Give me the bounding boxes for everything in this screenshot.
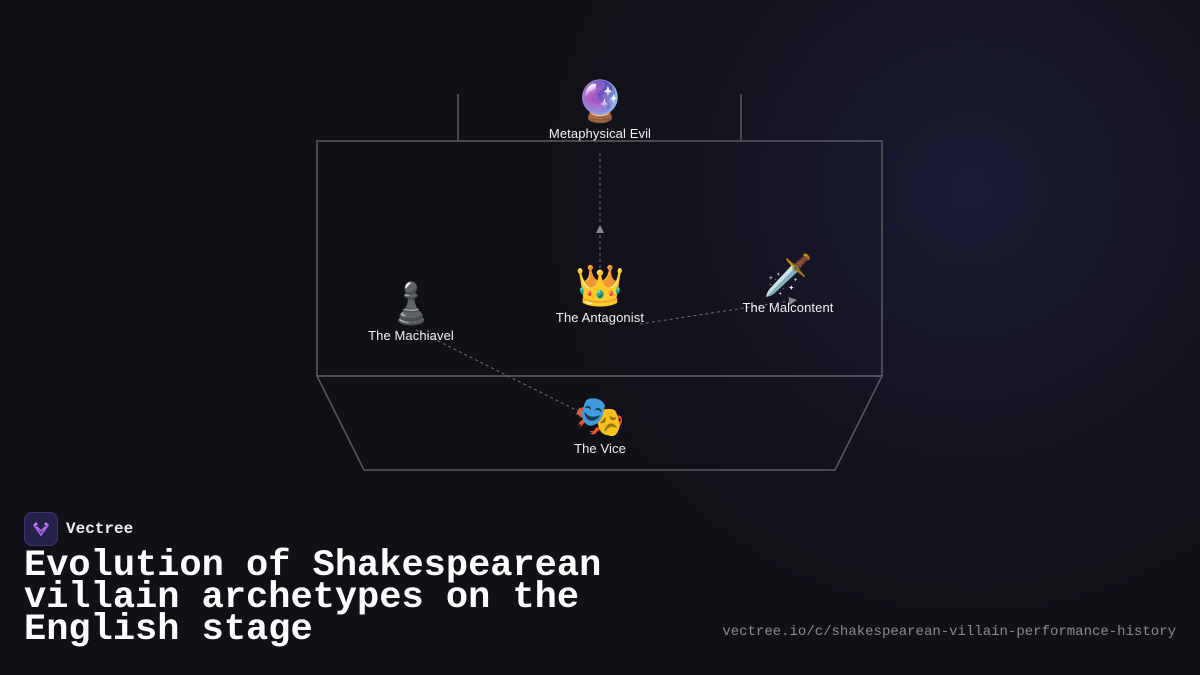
- node-label: The Antagonist: [555, 310, 645, 325]
- stage-apron: [315, 375, 884, 471]
- theater-masks-icon: 🎭: [575, 395, 625, 439]
- page-title: Evolution of Shakespearean villain arche…: [24, 545, 602, 651]
- node-the-vice: 🎭 The Vice: [510, 393, 690, 456]
- crown-icon: 👑: [575, 264, 625, 308]
- node-label: Metaphysical Evil: [548, 126, 652, 141]
- chess-pawn-icon: ♟️: [386, 282, 436, 326]
- brand[interactable]: Vectree: [24, 512, 133, 546]
- dagger-icon: 🗡️: [763, 254, 813, 298]
- node-label: The Machiavel: [368, 328, 454, 343]
- stage-frame: [315, 94, 884, 471]
- brand-name: Vectree: [66, 520, 134, 538]
- diagram-edges: [415, 150, 797, 415]
- node-the-antagonist: 👑 The Antagonist: [510, 262, 690, 325]
- node-the-machiavel: ♟️ The Machiavel: [321, 280, 501, 343]
- edge-machiavel-to-vice: [415, 329, 585, 415]
- crystal-ball-icon: 🔮: [575, 80, 625, 124]
- node-label: The Vice: [574, 441, 626, 456]
- node-label: The Malcontent: [742, 300, 834, 315]
- node-the-malcontent: 🗡️ The Malcontent: [698, 252, 878, 315]
- source-url[interactable]: vectree.io/c/shakespearean-villain-perfo…: [722, 624, 1176, 640]
- vectree-logo-icon: [24, 512, 58, 546]
- edge-antagonist-to-malcontent: [639, 297, 797, 325]
- node-metaphysical-evil: 🔮 Metaphysical Evil: [510, 78, 690, 141]
